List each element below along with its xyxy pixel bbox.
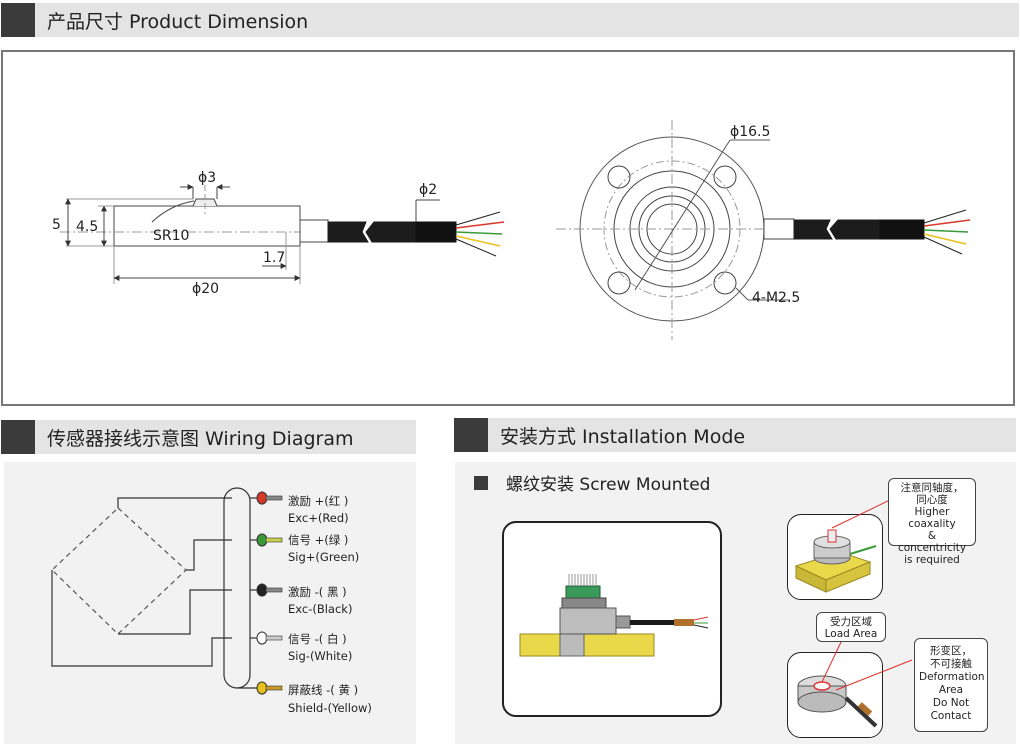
wire-label-en: Shield-(Yellow): [288, 701, 372, 715]
wire-label-cn: 信号 +(绿 ): [288, 533, 348, 547]
wiring-panel: [4, 462, 416, 744]
terminal-black: [256, 583, 283, 597]
wiring-title: 传感器接线示意图 Wiring Diagram: [47, 427, 354, 450]
header-square: [454, 418, 488, 452]
callout-load-area: 受力区域 Load Area: [816, 612, 886, 642]
wire-label-cn: 激励 +(红 ): [288, 494, 348, 508]
wire-label-en: Exc-(Black): [288, 602, 352, 616]
installation-subtitle-row: 螺纹安装 Screw Mounted: [474, 470, 710, 495]
dim-cable-dia: ϕ2: [419, 182, 437, 198]
wire-label-cn: 激励 -( 黑 ): [288, 585, 347, 599]
callout-deformation: 形变区， 不可接触 Deformation Area Do Not Contac…: [914, 638, 988, 732]
terminal-white: [256, 631, 283, 645]
header-square: [1, 420, 35, 454]
dim-flange-dia: ϕ16.5: [730, 124, 770, 140]
dimension-title: 产品尺寸 Product Dimension: [47, 10, 309, 33]
wire-label-cn: 信号 -( 白 ): [288, 632, 347, 646]
connector-pins: [565, 574, 601, 599]
wire-label-en: Sig-(White): [288, 649, 352, 663]
bullet-square: [474, 475, 488, 490]
dim-height-body: 4.5: [76, 219, 98, 235]
dim-body-dia: ϕ20: [192, 281, 219, 297]
wire-label-en: Sig+(Green): [288, 550, 359, 564]
installation-subtitle: 螺纹安装 Screw Mounted: [506, 475, 711, 495]
dim-offset: 1.7: [263, 250, 285, 266]
wire-label-en: Exc+(Red): [288, 511, 349, 525]
side-view: [60, 176, 505, 284]
terminal-yellow: [256, 681, 283, 695]
dim-height-total: 5: [52, 217, 61, 233]
header-square: [1, 3, 35, 37]
callout-coaxiality: 注意同轴度， 同心度 Higher coaxality & concentric…: [888, 478, 976, 566]
dimension-header: 产品尺寸 Product Dimension: [1, 3, 1019, 37]
dim-holes: 4-M2.5: [752, 290, 800, 306]
wiring-header: 传感器接线示意图 Wiring Diagram: [1, 420, 416, 454]
dim-button-dia: ϕ3: [198, 170, 216, 186]
installation-header: 安装方式 Installation Mode: [454, 418, 1016, 452]
terminal-green: [256, 533, 283, 547]
terminal-red: [256, 491, 283, 505]
installation-title: 安装方式 Installation Mode: [500, 425, 746, 448]
wire-terminals: [256, 491, 283, 695]
top-view: [556, 120, 971, 340]
wire-label-cn: 屏蔽线 -( 黄 ): [288, 683, 358, 697]
dim-sphere-radius: SR10: [153, 228, 189, 244]
